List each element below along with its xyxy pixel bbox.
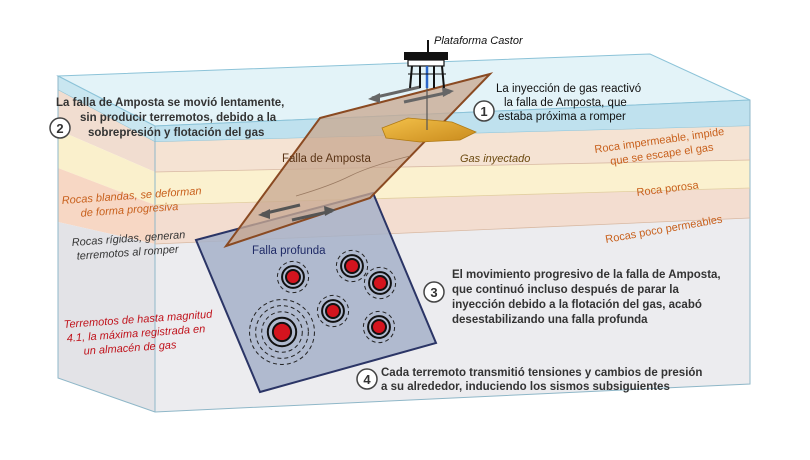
step-3-text: El movimiento progresivo de la falla de … [452,269,724,326]
amposta-fault-label: Falla de Amposta [282,153,371,165]
step-1-number: 1 [480,104,487,119]
step-4-number: 4 [363,372,371,387]
amposta-fault [223,72,494,248]
step-1-text: La inyección de gas reactivó la falla de… [496,83,644,123]
step-2-number: 2 [56,121,63,136]
step-2: 2 La falla de Amposta se movió lentament… [49,97,288,139]
step-3: 3 El movimiento progresivo de la falla d… [423,269,724,326]
step-3-number: 3 [430,285,437,300]
left-rigid [58,222,155,412]
quake-marker [276,260,310,294]
injected-gas [381,82,477,143]
deep-fault-label: Falla profunda [252,245,326,257]
quake-marker [335,249,369,283]
left-impermeable [58,90,155,172]
quake-marker [363,266,397,300]
gas-reservoir [381,117,477,143]
step-1: 1 La inyección de gas reactivó la falla … [473,83,644,123]
left-porous [58,130,155,205]
step-2-text: La falla de Amposta se movió lentamente,… [56,97,288,139]
platform-castor-icon [404,40,448,89]
step-4-text: Cada terremoto transmitió tensiones y ca… [381,367,706,393]
quake-marker [362,310,396,344]
quake-marker [316,294,350,328]
amposta-fault-plane [223,72,494,248]
left-soft [58,168,155,244]
step-4: 4 Cada terremoto transmitió tensiones y … [356,367,706,393]
quake-markers [249,249,397,365]
quake-marker [249,299,315,365]
gas-label: Gas inyectado [460,153,530,165]
platform-label: Plataforma Castor [434,35,524,47]
